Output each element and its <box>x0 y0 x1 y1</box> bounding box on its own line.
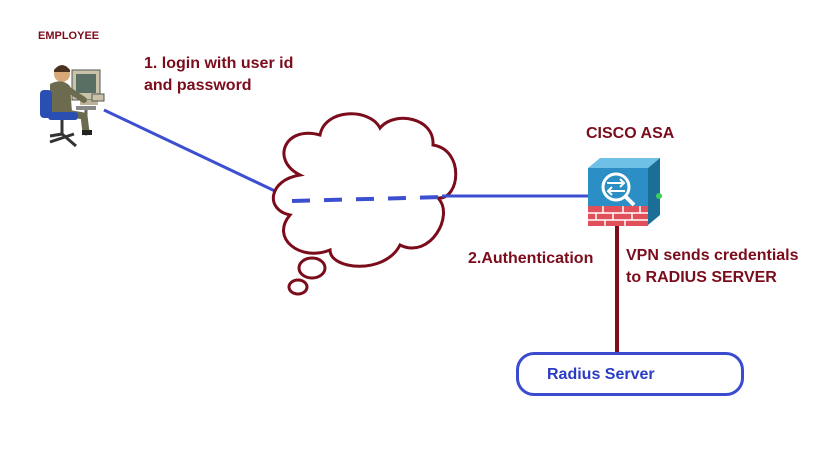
radius-server-box: Radius Server <box>516 352 744 396</box>
employee-link <box>103 108 297 203</box>
cloud-tail-small <box>287 278 309 296</box>
step2-label: 2.Authentication <box>468 250 594 267</box>
step1-line1: 1. login with user id <box>144 55 294 72</box>
vpn-tunnel <box>291 195 443 203</box>
radius-server-label: Radius Server <box>547 366 655 383</box>
cisco-asa-label: CISCO ASA <box>586 125 675 142</box>
cloud-tail-large <box>297 256 327 280</box>
employee-label: EMPLOYEE <box>38 30 100 42</box>
step1-label: 1. login with user id and password <box>144 53 293 97</box>
cisco-asa-firewall-icon <box>588 158 662 226</box>
vpn-note-line2: to RADIUS SERVER <box>626 269 777 286</box>
vpn-note: VPN sends credentials to RADIUS SERVER <box>626 245 799 289</box>
cloud-icon <box>272 112 458 296</box>
step1-line2: and password <box>144 77 252 94</box>
vpn-note-line1: VPN sends credentials <box>626 247 799 264</box>
user-at-computer-icon <box>40 65 105 148</box>
